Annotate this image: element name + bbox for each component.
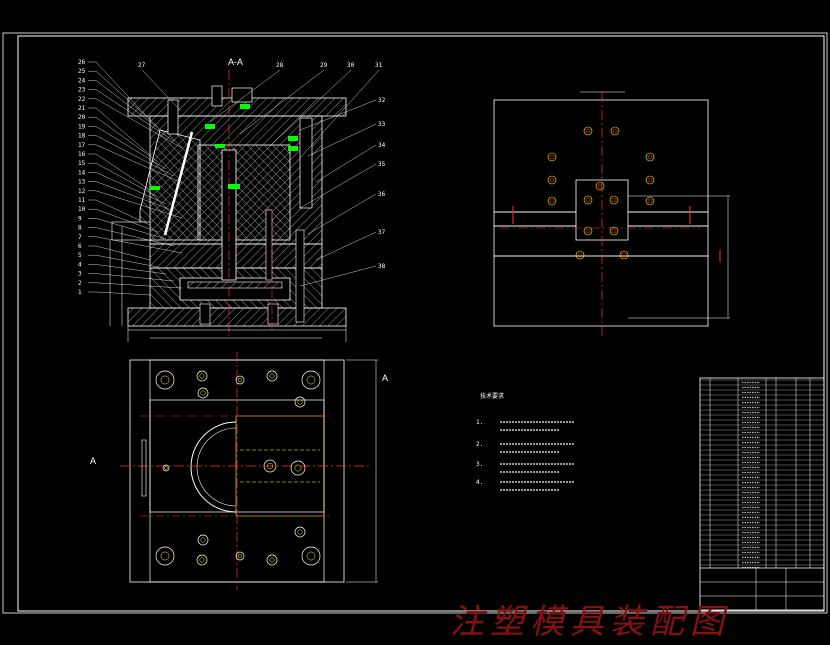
section-view-a-a: A-A <box>109 57 347 342</box>
part-number-label: 31 <box>375 62 383 69</box>
part-number-label: 17 <box>78 142 86 149</box>
part-number-label: 1 <box>78 289 82 296</box>
part-number-label: 32 <box>378 97 386 104</box>
part-number-label: 7 <box>78 234 82 241</box>
part-number-label: 21 <box>78 105 86 112</box>
part-number-label: 22 <box>78 96 86 103</box>
part-number-label: 26 <box>78 59 86 66</box>
part-number-label: 23 <box>78 87 86 94</box>
part-number-label: 18 <box>78 133 86 140</box>
part-number-label: 8 <box>78 225 82 232</box>
tech-note-number: 1. <box>476 419 483 426</box>
part-number-label: 38 <box>378 263 386 270</box>
part-number-label: 27 <box>138 62 146 69</box>
part-number-label: 34 <box>378 142 386 149</box>
part-number-label: 20 <box>78 114 86 121</box>
part-number-label: 14 <box>78 169 86 176</box>
part-number-label: 28 <box>276 62 284 69</box>
part-number-label: 33 <box>378 121 386 128</box>
part-number-label: 2 <box>78 280 82 287</box>
tech-note-number: 2. <box>476 441 483 448</box>
part-number-label: 30 <box>347 62 355 69</box>
part-number-label: 5 <box>78 252 82 259</box>
side-view <box>493 91 730 338</box>
part-number-label: 10 <box>78 206 86 213</box>
part-number-label: 19 <box>78 123 86 130</box>
part-number-leaders: 2625242322212019181716151413121110987654… <box>78 59 386 296</box>
part-number-label: 35 <box>378 161 386 168</box>
part-number-label: 36 <box>378 191 386 198</box>
part-number-label: 24 <box>78 77 86 84</box>
cut-mark-right: A <box>382 373 388 383</box>
inner-frame <box>17 35 825 612</box>
technical-notes: 技术要求 1. 2. 3. 4. <box>476 392 574 491</box>
tech-note-number: 4. <box>476 479 483 486</box>
part-number-label: 9 <box>78 215 82 222</box>
parts-list-title-block <box>699 377 825 611</box>
part-number-label: 11 <box>78 197 86 204</box>
part-number-label: 29 <box>320 62 328 69</box>
cut-mark-left: A <box>90 456 96 466</box>
part-number-label: 15 <box>78 160 86 167</box>
part-number-label: 16 <box>78 151 86 158</box>
tech-notes-title: 技术要求 <box>480 392 504 400</box>
part-number-label: 13 <box>78 179 86 186</box>
part-number-label: 3 <box>78 271 82 278</box>
part-number-label: 12 <box>78 188 86 195</box>
tech-note-number: 3. <box>476 461 483 468</box>
part-number-label: 37 <box>378 229 386 236</box>
part-number-label: 6 <box>78 243 82 250</box>
part-number-label: 25 <box>78 68 86 75</box>
part-number-label: 4 <box>78 261 82 268</box>
plan-view: A A <box>90 352 388 590</box>
section-label: A-A <box>228 57 243 67</box>
outer-frame <box>2 32 828 614</box>
drawing-title-watermark: 注塑模具装配图 <box>450 602 730 642</box>
